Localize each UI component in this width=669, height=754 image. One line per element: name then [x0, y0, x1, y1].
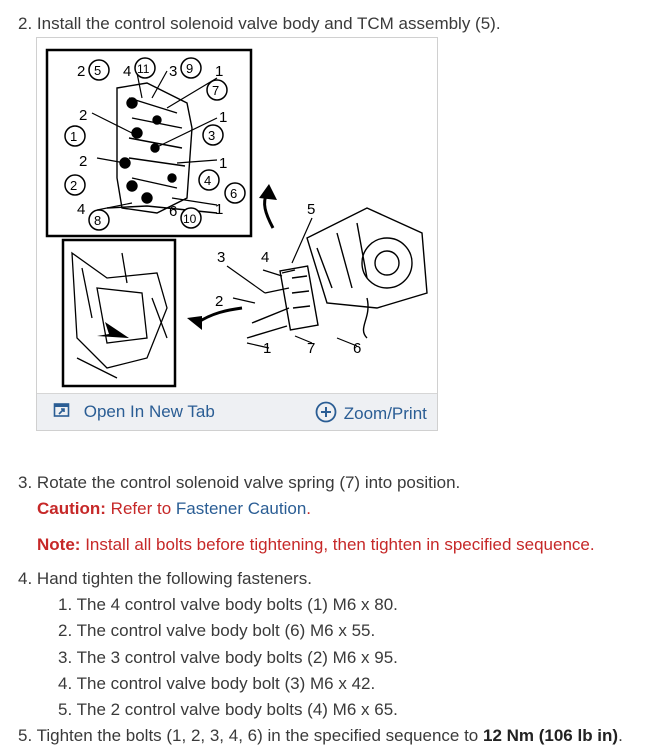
zoom-print-label: Zoom/Print — [343, 403, 427, 423]
callout-label: 2 — [79, 153, 87, 170]
callout-label: 2 — [77, 63, 85, 80]
callout-circle: 5 — [94, 63, 101, 78]
callout-label: 2 — [215, 293, 223, 310]
fastener-number: 4. — [58, 674, 73, 693]
fastener-item: 4. The control valve body bolt (3) M6 x … — [58, 673, 375, 695]
step-3: 3. Rotate the control solenoid valve spr… — [18, 472, 460, 494]
open-in-new-tab-icon — [53, 401, 71, 424]
callout-circle: 2 — [70, 178, 77, 193]
callout-circle: 6 — [230, 186, 237, 201]
callout-circle: 7 — [212, 83, 219, 98]
callout-circle: 3 — [208, 128, 215, 143]
callout-label: 1 — [263, 340, 271, 357]
fastener-item: 3. The 3 control valve body bolts (2) M6… — [58, 647, 398, 669]
fastener-text: The control valve body bolt (6) M6 x 55. — [76, 621, 376, 640]
callout-label: 3 — [217, 249, 225, 266]
open-in-new-tab-label: Open In New Tab — [83, 401, 215, 421]
callout-label: 6 — [169, 203, 177, 220]
callout-label: 6 — [353, 340, 361, 357]
step-number: 3. — [18, 473, 33, 492]
fastener-item: 2. The control valve body bolt (6) M6 x … — [58, 620, 375, 642]
step-2: 2. Install the control solenoid valve bo… — [18, 13, 501, 35]
fastener-caution-link[interactable]: Fastener Caution — [175, 499, 307, 518]
note-line: Note: Install all bolts before tightenin… — [37, 534, 595, 556]
figure-toolbar: Open In New Tab Zoom/Print — [37, 393, 437, 430]
fastener-item: 1. The 4 control valve body bolts (1) M6… — [58, 594, 398, 616]
callout-circle: 8 — [94, 213, 101, 228]
callout-label: 5 — [307, 201, 315, 218]
callout-label: 4 — [77, 201, 85, 218]
caution-line: Caution: Refer to Fastener Caution. — [37, 498, 311, 520]
caution-label: Caution: — [37, 499, 106, 518]
callout-circle: 10 — [183, 212, 197, 226]
callout-circle: 9 — [186, 61, 193, 76]
step-text-end: . — [618, 726, 623, 745]
caution-text: Refer to — [110, 499, 172, 518]
callout-label: 1 — [215, 201, 223, 218]
callout-label: 1 — [219, 155, 227, 172]
step-text: Tighten the bolts (1, 2, 3, 4, 6) in the… — [36, 726, 483, 745]
zoom-print-link[interactable]: Zoom/Print — [315, 401, 427, 428]
callout-label: 7 — [307, 340, 315, 357]
step-number: 5. — [18, 726, 33, 745]
callout-label: 3 — [169, 63, 177, 80]
fastener-number: 5. — [58, 700, 73, 719]
illustration-figure: 2 5 4 11 3 9 1 7 2 1 1 3 2 1 2 4 6 — [36, 37, 438, 431]
callout-label: 4 — [261, 249, 269, 266]
fastener-number: 1. — [58, 595, 73, 614]
open-in-new-tab-link[interactable]: Open In New Tab — [53, 401, 215, 424]
fastener-text: The 2 control valve body bolts (4) M6 x … — [76, 700, 398, 719]
note-label: Note: — [37, 535, 81, 554]
torque-value: 12 Nm (106 lb in) — [482, 726, 619, 745]
callout-circle: 4 — [204, 173, 211, 188]
fastener-item: 5. The 2 control valve body bolts (4) M6… — [58, 699, 398, 721]
step-4: 4. Hand tighten the following fasteners. — [18, 568, 312, 590]
step-number: 2. — [18, 14, 33, 33]
valve-body-illustration: 2 5 4 11 3 9 1 7 2 1 1 3 2 1 2 4 6 — [45, 48, 428, 388]
step-text: Rotate the control solenoid valve spring… — [36, 473, 461, 492]
step-5: 5. Tighten the bolts (1, 2, 3, 4, 6) in … — [18, 725, 623, 747]
fastener-number: 2. — [58, 621, 73, 640]
callout-label: 4 — [123, 63, 131, 80]
fastener-text: The control valve body bolt (3) M6 x 42. — [76, 674, 376, 693]
zoom-plus-icon — [315, 401, 337, 428]
callout-circle: 11 — [137, 62, 150, 76]
callout-circle: 1 — [70, 129, 77, 144]
callout-label: 2 — [79, 107, 87, 124]
step-number: 4. — [18, 569, 33, 588]
caution-end: . — [306, 499, 312, 518]
step-text: Hand tighten the following fasteners. — [36, 569, 312, 588]
note-text: Install all bolts before tightening, the… — [85, 535, 595, 554]
callout-label: 1 — [215, 63, 223, 80]
fastener-number: 3. — [58, 648, 73, 667]
step-text: Install the control solenoid valve body … — [36, 14, 501, 33]
fastener-text: The 3 control valve body bolts (2) M6 x … — [76, 648, 398, 667]
fastener-text: The 4 control valve body bolts (1) M6 x … — [76, 595, 398, 614]
callout-label: 1 — [219, 109, 227, 126]
